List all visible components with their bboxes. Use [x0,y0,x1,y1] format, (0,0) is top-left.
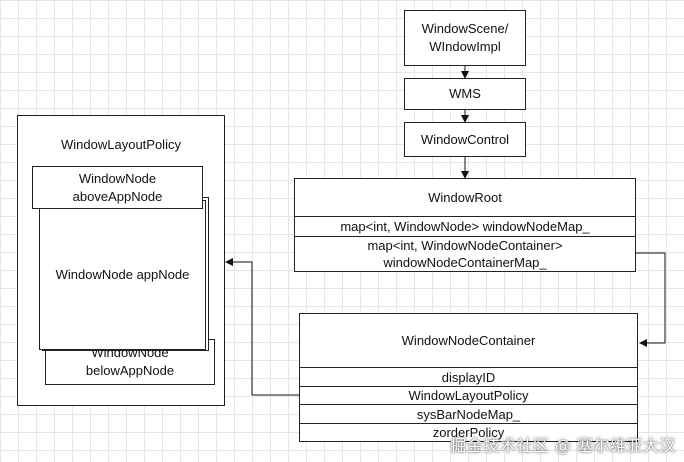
window-scene-label: WindowScene/ WIndowImpl [421,21,509,54]
window-root-box: WindowRoot map<int, WindowNode> windowNo… [294,178,636,272]
watermark: 掘金技术社区 @ 塞尔维亚大汉 [450,436,676,455]
window-root-title: WindowRoot [428,190,502,205]
app-node-label: WindowNode appNode [55,267,190,282]
sys-bar-node-map-field: sysBarNodeMap_ [300,404,637,423]
above-app-node-label: WindowNode aboveAppNode [72,170,163,204]
window-control-box: WindowControl [404,122,526,157]
window-node-container-box: WindowNodeContainer displayID WindowLayo… [299,313,638,442]
policy-title: WindowLayoutPolicy [61,136,181,152]
above-app-node-box: WindowNode aboveAppNode [32,166,203,209]
wms-label: WMS [449,86,481,101]
arrow-root-map-to-container [636,252,666,347]
window-scene-box: WindowScene/ WIndowImpl [404,10,526,66]
window-node-container-map-field: map<int, WindowNodeContainer> windowNode… [295,236,635,271]
app-node-box: WindowNode appNode [39,200,206,350]
display-id-field: displayID [300,367,637,386]
arrow-layout-policy-to-policy-box [225,258,299,396]
window-control-label: WindowControl [420,131,510,147]
container-title: WindowNodeContainer [401,333,536,348]
wms-box: WMS [404,78,526,110]
window-node-map-field: map<int, WindowNode> windowNodeMap_ [295,216,635,236]
layout-policy-field: WindowLayoutPolicy [300,386,637,404]
zorder-policy-field: zorderPolicy [300,423,637,441]
